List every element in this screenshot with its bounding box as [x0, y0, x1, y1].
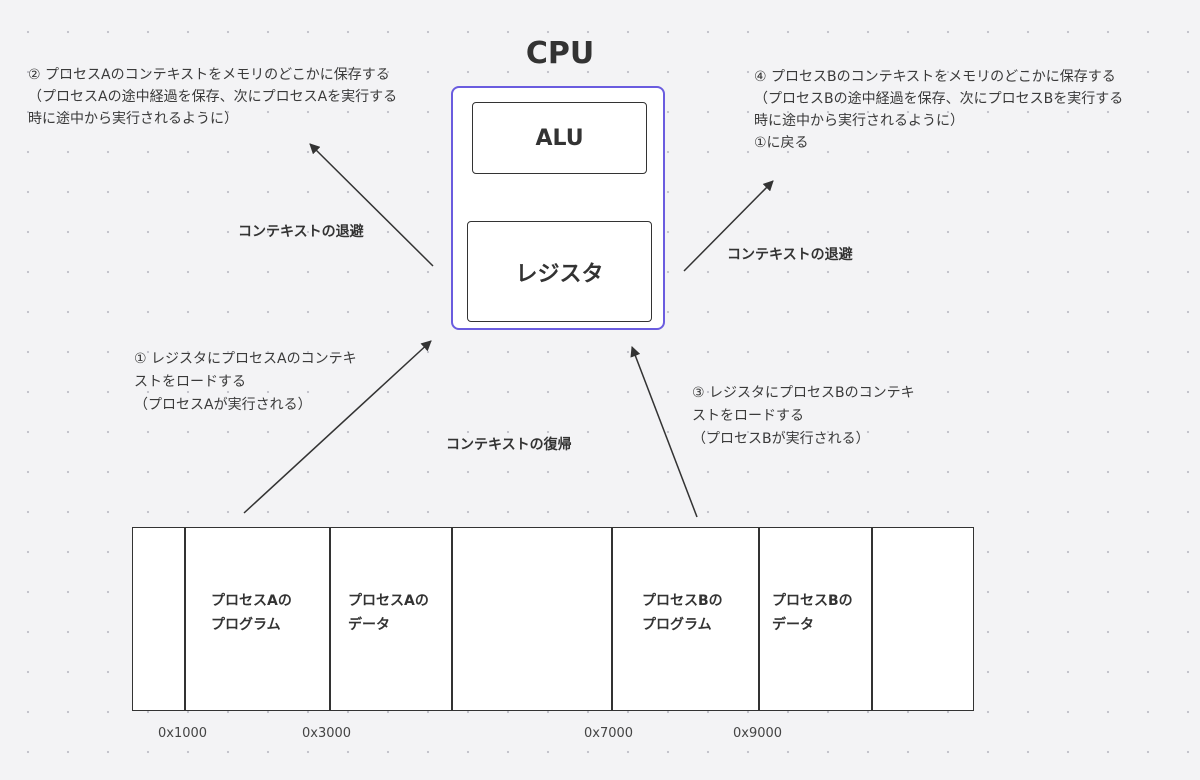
- memory-cell-process-a-data: プロセスAの データ: [348, 593, 429, 633]
- cpu-title: CPU: [525, 36, 595, 71]
- alu-box: ALU: [472, 102, 647, 174]
- context-save-label-left: コンテキストの退避: [238, 224, 364, 240]
- context-save-label-right: コンテキストの退避: [727, 247, 853, 263]
- memory-divider: [329, 527, 331, 711]
- address-label: 0x3000: [302, 726, 352, 741]
- memory-divider: [184, 527, 186, 711]
- address-label: 0x7000: [584, 726, 634, 741]
- address-label: 0x1000: [158, 726, 208, 741]
- memory-divider: [611, 527, 613, 711]
- step1-note: ① レジスタにプロセスAのコンテキ ストをロードする （プロセスAが実行される）: [134, 351, 357, 413]
- arrow-load-process-a: [243, 340, 432, 514]
- step3-note: ③ レジスタにプロセスBのコンテキ ストをロードする （プロセスBが実行される）: [692, 385, 915, 447]
- step2-note: ② プロセスAのコンテキストをメモリのどこかに保存する （プロセスAの途中経過を…: [28, 67, 398, 127]
- register-box: レジスタ: [467, 221, 652, 322]
- arrow-save-left: [309, 143, 434, 267]
- memory-divider: [451, 527, 453, 711]
- memory-divider: [758, 527, 760, 711]
- memory-divider: [871, 527, 873, 711]
- arrow-save-right: [683, 180, 774, 272]
- address-label: 0x9000: [733, 726, 783, 741]
- context-restore-label: コンテキストの復帰: [446, 437, 572, 453]
- memory-cell-process-b-data: プロセスBの データ: [772, 593, 853, 633]
- memory-cell-process-a-program: プロセスAの プログラム: [211, 593, 292, 633]
- step4-note: ④ プロセスBのコンテキストをメモリのどこかに保存する （プロセスBの途中経過を…: [754, 69, 1124, 151]
- memory-cell-process-b-program: プロセスBの プログラム: [642, 593, 723, 633]
- arrow-load-process-b: [630, 346, 698, 518]
- memory-block: [132, 527, 974, 711]
